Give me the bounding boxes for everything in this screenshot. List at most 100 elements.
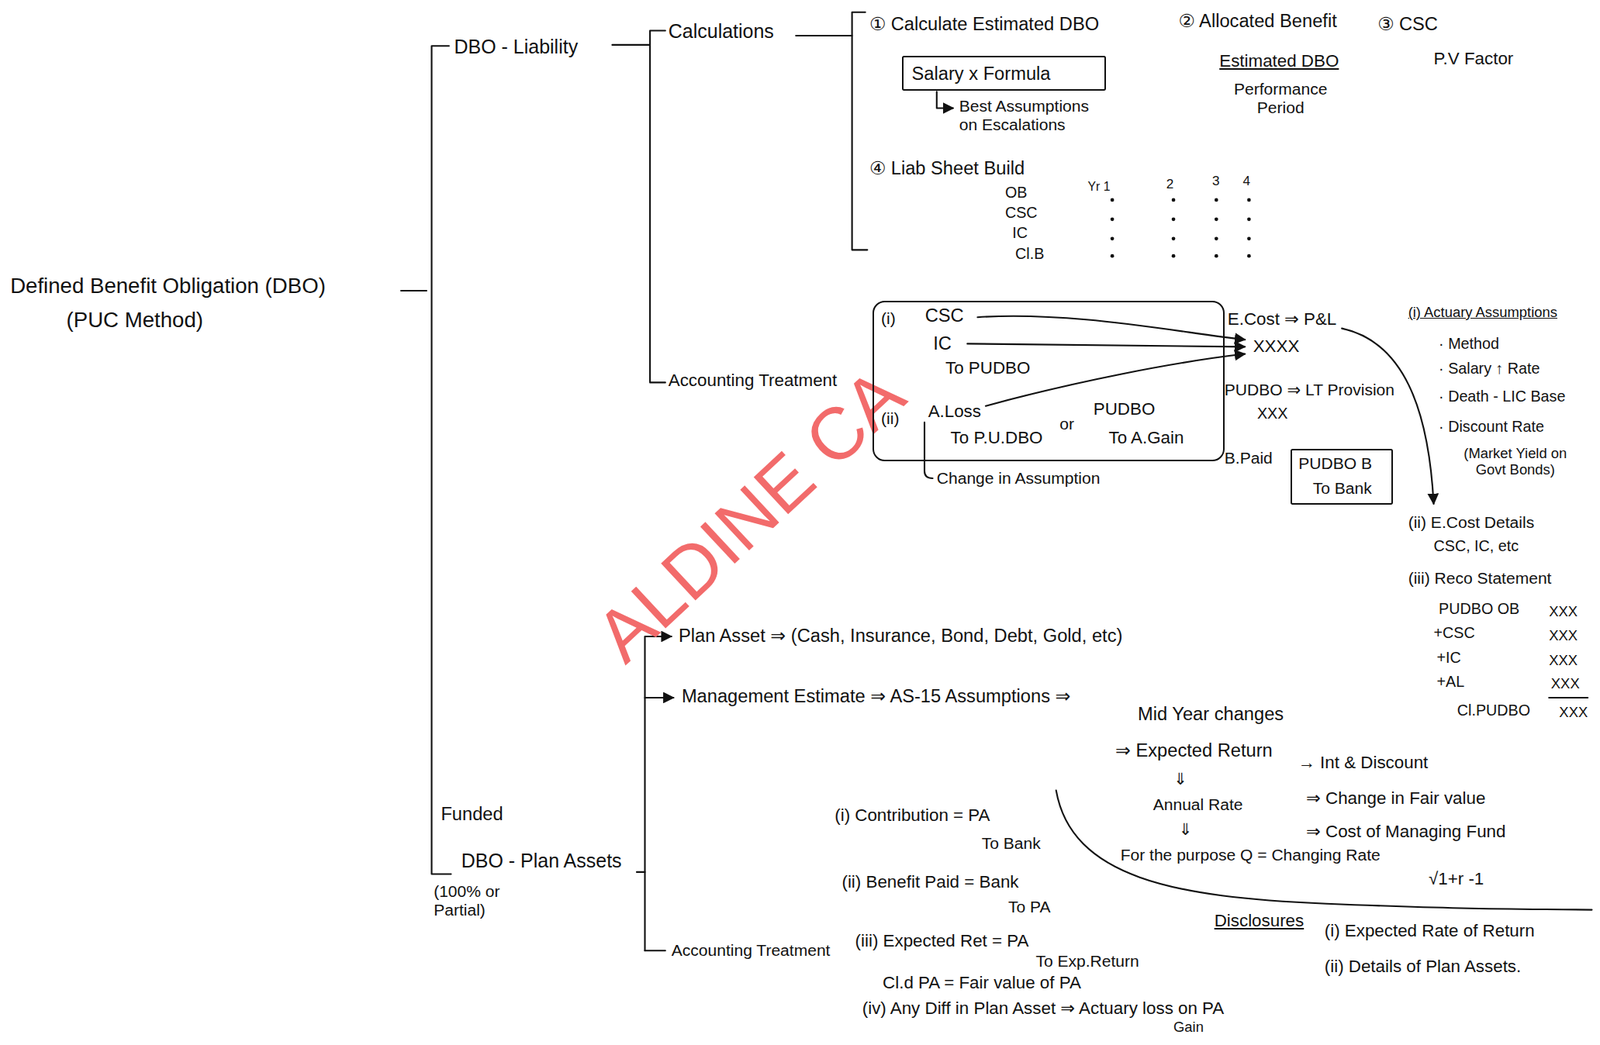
- note-text: Estimated DBO: [1219, 51, 1339, 72]
- note-text: XXX: [1551, 675, 1580, 692]
- note-text: ⇒ Change in Fair value: [1306, 788, 1486, 809]
- note-text: Mid Year changes: [1137, 704, 1284, 726]
- note-text: ⇒ Expected Return: [1115, 740, 1273, 762]
- note-text: · Death - LIC Base: [1438, 387, 1566, 406]
- note-text: CSC, IC, etc: [1434, 537, 1520, 556]
- note-text: Change in Assumption: [936, 469, 1101, 488]
- note-text: Accounting Treatment: [671, 941, 831, 961]
- note-text: To Exp.Return: [1035, 952, 1139, 972]
- note-text: √1+r -1: [1428, 869, 1484, 890]
- note-text: (ii) Details of Plan Assets.: [1324, 957, 1522, 978]
- note-text: OB: [1005, 183, 1028, 202]
- note-text: To Bank: [981, 834, 1041, 854]
- note-text: · Salary ↑ Rate: [1438, 359, 1540, 378]
- leader-line: [924, 422, 934, 479]
- note-text: PUDBO OB: [1438, 600, 1520, 619]
- note-text: → Int & Discount: [1298, 753, 1429, 774]
- note-text: (i) Actuary Assumptions: [1408, 304, 1558, 321]
- dot: [1110, 237, 1115, 242]
- dot: [1110, 198, 1115, 203]
- note-text: XXXX: [1253, 336, 1300, 357]
- note-text: DBO - Plan Assets: [461, 850, 623, 873]
- note-text: B.Paid: [1224, 449, 1273, 468]
- dot: [1247, 254, 1251, 259]
- liability-bracket: [649, 30, 666, 383]
- calculation-bracket: [852, 12, 868, 251]
- note-text: Cl.B: [1015, 245, 1044, 263]
- flow-arrow: [1341, 328, 1434, 505]
- note-text: XXX: [1558, 704, 1588, 721]
- note-text: ⇓: [1178, 820, 1193, 840]
- dot: [1171, 237, 1176, 242]
- note-text: Funded: [440, 804, 503, 826]
- box-text: IC: [933, 333, 952, 355]
- bracket-stem: [611, 44, 650, 46]
- dot: [1214, 217, 1219, 222]
- note-text: · Discount Rate: [1438, 418, 1545, 436]
- box-text: To PUDBO: [945, 358, 1030, 379]
- dot: [1110, 254, 1115, 259]
- dot: [1214, 254, 1219, 259]
- flow-arrow: [977, 316, 1245, 340]
- note-text: IC: [1012, 224, 1028, 242]
- note-text: ① Calculate Estimated DBO: [869, 13, 1099, 35]
- note-text: Cl.PUDBO: [1457, 701, 1531, 720]
- note-box: Salary x Formula: [901, 55, 1106, 91]
- box-text: CSC: [925, 305, 965, 327]
- box-text: PUDBO: [1093, 399, 1156, 420]
- dot: [1247, 198, 1251, 203]
- note-text: Yr 1: [1088, 179, 1111, 194]
- note-text: XXX: [1548, 603, 1578, 620]
- note-text: ② Allocated Benefit: [1178, 10, 1338, 32]
- box-text: (i): [881, 309, 896, 329]
- note-text: ④ Liab Sheet Build: [869, 158, 1025, 180]
- note-text: Defined Benefit Obligation (DBO): [10, 273, 326, 299]
- dot: [1171, 217, 1176, 222]
- note-text: ③ CSC: [1377, 13, 1438, 35]
- note-text: Gain: [1173, 1019, 1204, 1036]
- box-text: Salary x Formula: [912, 63, 1051, 85]
- note-text: Plan Asset ⇒ (Cash, Insurance, Bond, Deb…: [678, 625, 1123, 647]
- bracket-arrow: [645, 697, 674, 699]
- note-text: 4: [1243, 173, 1251, 190]
- note-box: PUDBO BTo Bank: [1290, 449, 1393, 505]
- divider-curve: [1056, 791, 1593, 911]
- note-text: +CSC: [1434, 624, 1476, 643]
- note-text: For the purpose Q = Changing Rate: [1120, 846, 1381, 865]
- dot: [1247, 217, 1251, 222]
- note-text: (ii) Benefit Paid = Bank: [841, 872, 1019, 893]
- note-text: XXX: [1548, 627, 1578, 644]
- note-text: CSC: [1005, 203, 1038, 222]
- note-text: · Method: [1438, 335, 1500, 353]
- note-text: XXX: [1548, 652, 1578, 669]
- note-text: To PA: [1008, 898, 1051, 917]
- note-text: (PUC Method): [66, 307, 204, 333]
- note-text: (ii) E.Cost Details: [1408, 513, 1535, 533]
- note-text: XXX: [1257, 404, 1288, 423]
- box-text: PUDBO B: [1298, 454, 1372, 474]
- note-text: (Market Yield on Govt Bonds): [1448, 445, 1582, 478]
- leader-arrow: [936, 91, 954, 108]
- dot: [1214, 237, 1219, 242]
- note-text: (iv) Any Diff in Plan Asset ⇒ Actuary lo…: [862, 998, 1225, 1020]
- total-rule: [1548, 697, 1588, 699]
- box-text: To P.U.DBO: [950, 428, 1044, 449]
- bracket-stem: [636, 871, 646, 874]
- box-text: To A.Gain: [1109, 428, 1185, 449]
- note-text: (iii) Reco Statement: [1408, 569, 1552, 588]
- note-text: DBO - Liability: [453, 35, 578, 59]
- note-text: (iii) Expected Ret = PA: [855, 931, 1030, 952]
- note-text: 2: [1166, 176, 1175, 193]
- bracket-tick: [645, 950, 666, 952]
- note-text: Management Estimate ⇒ AS-15 Assumptions …: [681, 686, 1072, 708]
- table-dots: [1110, 198, 1251, 259]
- box-text: or: [1059, 414, 1075, 434]
- note-text: ⇒ Cost of Managing Fund: [1306, 822, 1506, 843]
- note-text: ⇓: [1173, 770, 1188, 789]
- note-text: +IC: [1436, 649, 1461, 667]
- note-text: 3: [1212, 173, 1220, 190]
- note-text: Cl.d PA = Fair value of PA: [882, 973, 1082, 994]
- note-text: +AL: [1436, 673, 1465, 692]
- note-text: PUDBO ⇒ LT Provision: [1224, 380, 1395, 400]
